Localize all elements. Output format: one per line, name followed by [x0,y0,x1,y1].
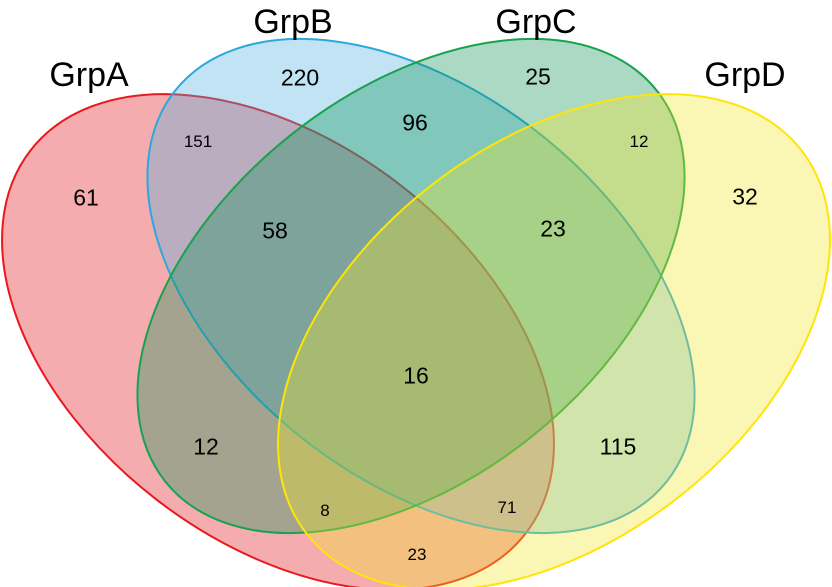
region-value-grpa-only: 61 [73,184,99,210]
region-value-grpa-grpb: 151 [184,132,212,151]
set-ellipse-grpb [146,37,696,535]
region-value-grpa-grpc-grpd: 8 [320,501,329,520]
region-value-grpa-grpb-grpc: 58 [262,217,288,243]
region-value-grpc-grpd: 12 [630,132,649,151]
region-value-grpa-grpd: 23 [408,545,427,564]
region-value-grpb-grpc: 96 [402,109,428,135]
set-label-grpa: GrpA [49,56,129,94]
region-value-grpd-only: 32 [732,183,758,209]
region-value-grpa-grpc: 12 [193,433,219,459]
region-value-grpa-grpb-grpc-grpd: 16 [403,362,429,388]
set-label-grpc: GrpC [495,3,576,41]
region-value-grpb-grpc-grpd: 23 [540,215,566,241]
set-label-grpb: GrpB [253,3,332,41]
region-value-grpa-grpb-grpd: 71 [498,498,517,517]
region-value-grpc-only: 25 [525,63,551,89]
set-ellipse-grpd [277,93,831,587]
set-label-grpd: GrpD [704,56,785,94]
set-ellipse-grpc [136,37,686,535]
region-value-grpb-only: 220 [281,64,319,90]
region-value-grpb-grpd: 115 [600,433,637,459]
